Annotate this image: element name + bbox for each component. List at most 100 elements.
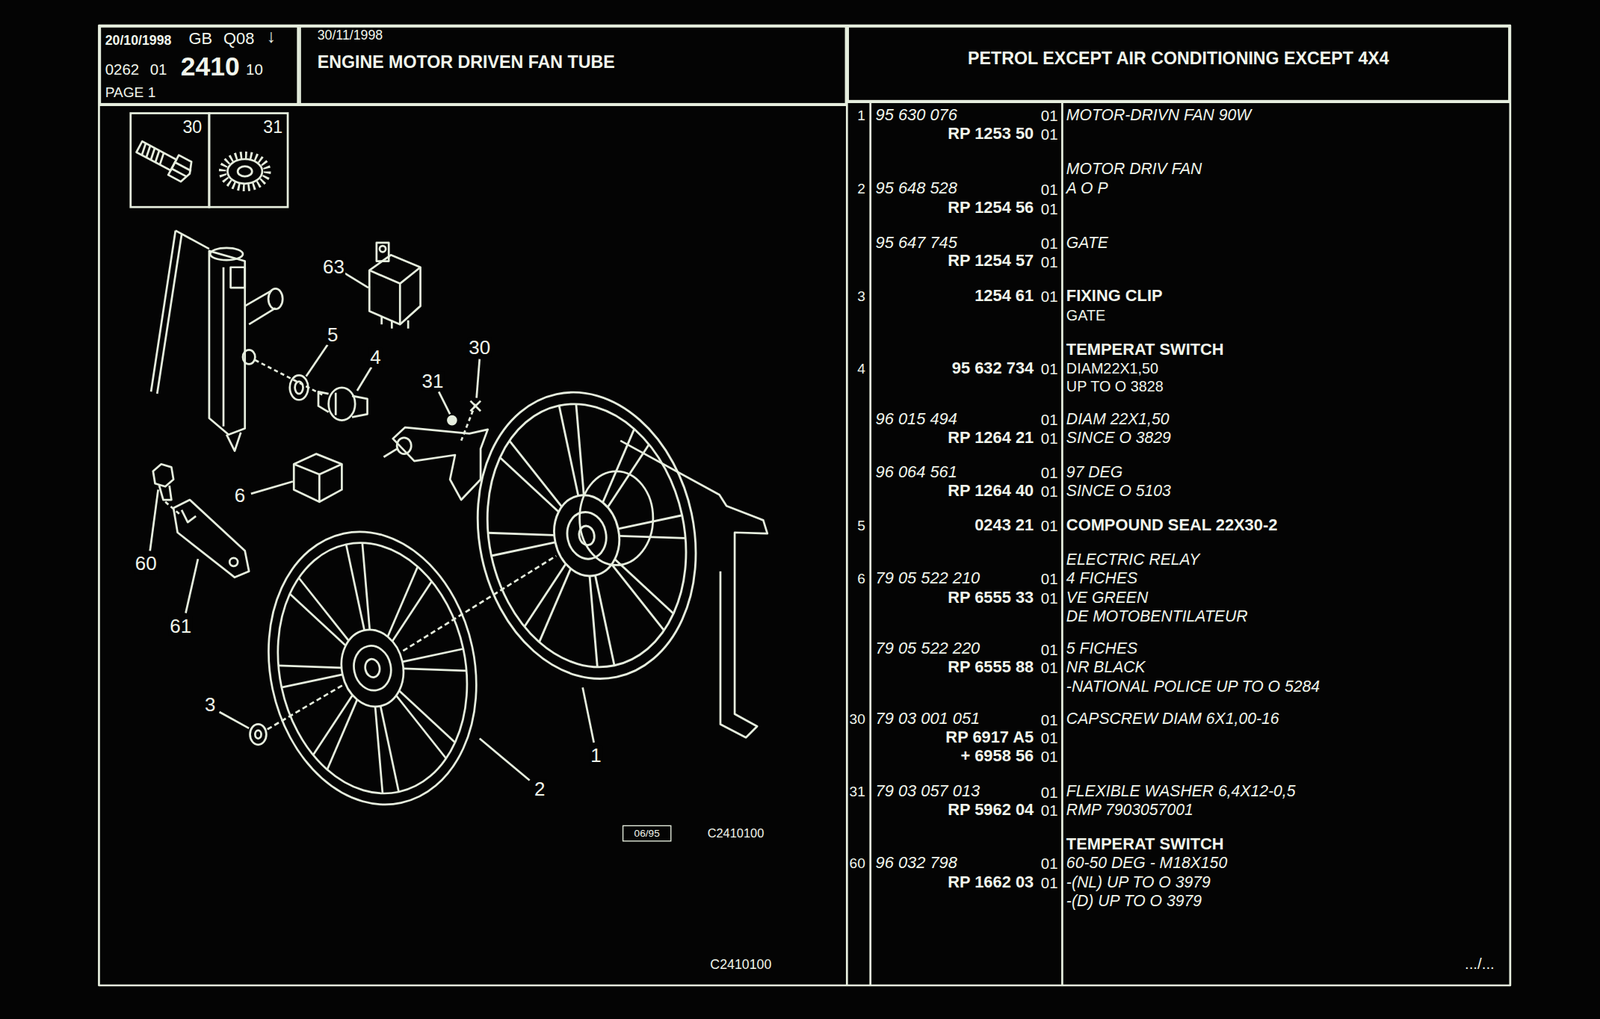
quantity: 01 <box>1041 235 1059 251</box>
item-number: 1 <box>857 108 866 123</box>
description: DE MOTOBENTILATEUR <box>1066 608 1249 625</box>
quantity: 01 <box>1041 855 1059 871</box>
drawing-code: C2410100 <box>707 827 765 840</box>
quantity: 01 <box>1041 288 1059 304</box>
description: CAPSCREW DIAM 6X1,00-16 <box>1066 711 1280 728</box>
ref-number: RP 1662 03 <box>947 874 1034 891</box>
quantity: 01 <box>1041 659 1059 675</box>
part-number: 95 632 734 <box>952 360 1034 377</box>
item-number: 4 <box>857 360 866 376</box>
part-number: 0243 21 <box>974 517 1034 534</box>
description: GATE <box>1066 234 1109 251</box>
box-text: GB <box>189 30 213 48</box>
description: FLEXIBLE WASHER 6,4X12-0,5 <box>1066 783 1296 800</box>
description: ELECTRIC RELAY <box>1066 552 1200 568</box>
quantity: 01 <box>1041 641 1059 657</box>
callout-number: 3 <box>204 694 217 714</box>
box-text: PETROL EXCEPT AIR CONDITIONING EXCEPT 4X… <box>967 50 1390 68</box>
item-number: 30 <box>849 712 866 727</box>
item-number: 3 <box>857 288 866 303</box>
callout-number: 31 <box>420 370 445 391</box>
description: SINCE O 5103 <box>1066 482 1172 499</box>
box-text: PAGE 1 <box>105 84 157 99</box>
callout-number: 4 <box>369 347 382 367</box>
description: 5 FICHES <box>1066 641 1138 657</box>
callout-number: 2 <box>533 779 547 799</box>
box-text: 2410 <box>180 53 240 80</box>
ref-number: RP 6555 33 <box>947 589 1034 607</box>
date-box: 06/95 <box>622 825 672 843</box>
quantity: 01 <box>1041 483 1059 499</box>
description: TEMPERAT SWITCH <box>1066 836 1225 854</box>
description: NR BLACK <box>1066 659 1146 675</box>
box-text: 0262 <box>105 61 140 77</box>
description: DIAM22X1,50 <box>1066 360 1159 376</box>
box-text: ↓ <box>266 27 276 47</box>
continuation-mark: .../... <box>1464 955 1495 971</box>
quantity: 01 <box>1041 711 1059 727</box>
quantity: 01 <box>1041 126 1059 142</box>
part-number: 95 648 528 <box>875 180 958 198</box>
quantity: 01 <box>1041 107 1059 123</box>
description: COMPOUND SEAL 22X30-2 <box>1066 517 1278 534</box>
description: -(D) UP TO O 3979 <box>1066 893 1202 909</box>
quantity: 01 <box>1041 464 1059 480</box>
description: -NATIONAL POLICE UP TO O 5284 <box>1066 678 1320 695</box>
ref-number: RP 6555 88 <box>947 659 1034 676</box>
part-number: 79 05 522 220 <box>875 640 981 657</box>
quantity: 01 <box>1041 180 1059 196</box>
description: GATE <box>1066 307 1106 323</box>
ref-number: RP 6917 A5 <box>945 729 1034 746</box>
box-text: 31 <box>263 118 283 136</box>
title-box: 30/11/1998ENGINE MOTOR DRIVEN FAN TUBE <box>298 25 847 106</box>
description: RMP 7903057001 <box>1066 802 1194 819</box>
part-number: 96 032 798 <box>875 854 958 872</box>
quantity: 01 <box>1041 748 1059 764</box>
description: TEMPERAT SWITCH <box>1066 341 1225 358</box>
ref-number: RP 1264 21 <box>947 429 1034 447</box>
item-number: 2 <box>857 181 866 196</box>
description: 4 FICHES <box>1066 570 1138 587</box>
callout-number: 5 <box>326 325 340 345</box>
quantity: 01 <box>1041 517 1059 533</box>
ref-number: RP 1254 57 <box>947 253 1034 270</box>
callout-number: 1 <box>589 745 603 765</box>
part-number: 79 05 522 210 <box>875 570 981 587</box>
part-number: 95 647 745 <box>875 234 958 252</box>
icon-box: 31 <box>208 112 290 208</box>
icon-box: 30 <box>129 112 210 208</box>
callout-number: 30 <box>467 337 492 357</box>
description: MOTOR DRIV FAN <box>1066 161 1202 178</box>
ref-number: + 6958 56 <box>960 748 1034 765</box>
box-text: 30/11/1998 <box>317 28 384 42</box>
quantity: 01 <box>1041 253 1059 269</box>
ref-number: RP 5962 04 <box>947 801 1034 819</box>
part-number: 79 03 001 051 <box>875 711 981 728</box>
description: 97 DEG <box>1066 464 1123 481</box>
quantity: 01 <box>1041 802 1059 818</box>
part-number: 96 015 494 <box>875 411 958 428</box>
item-number: 31 <box>849 784 866 799</box>
box-text: ENGINE MOTOR DRIVEN FAN TUBE <box>317 53 616 71</box>
quantity: 01 <box>1041 411 1059 427</box>
application-box: PETROL EXCEPT AIR CONDITIONING EXCEPT 4X… <box>846 25 1511 102</box>
description: SINCE O 3829 <box>1066 429 1172 446</box>
callout-number: 60 <box>133 553 158 574</box>
description: DIAM 22X1,50 <box>1066 411 1170 428</box>
ref-number: RP 1253 50 <box>947 125 1034 142</box>
box-text: 10 <box>245 61 264 77</box>
callout-number: 63 <box>322 256 347 276</box>
quantity: 01 <box>1041 200 1059 216</box>
drawing-code: C2410100 <box>709 957 772 971</box>
quantity: 01 <box>1041 730 1059 746</box>
callout-number: 61 <box>168 615 193 636</box>
quantity: 01 <box>1041 360 1059 376</box>
item-number: 6 <box>857 571 866 586</box>
box-text: 06/95 <box>634 828 660 840</box>
part-number: 1254 61 <box>974 287 1034 305</box>
part-number: 96 064 561 <box>875 464 958 481</box>
part-number: 95 630 076 <box>875 106 958 124</box>
quantity: 01 <box>1041 875 1059 891</box>
